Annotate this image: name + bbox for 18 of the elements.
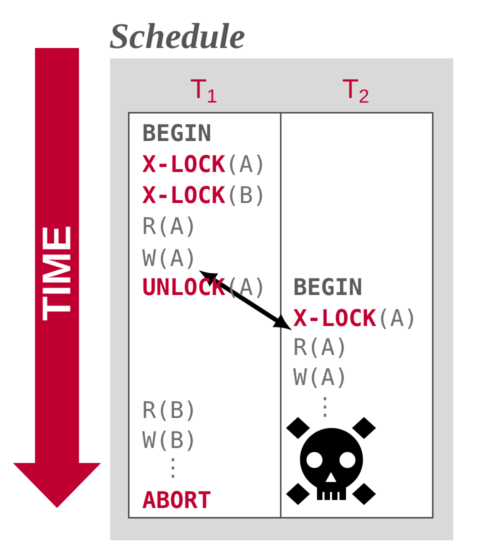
column-heading: T$_{2}$ [342,79,368,103]
operation-text: X-LOCK(A) [294,308,414,330]
operation-text: R(B) [144,400,193,422]
operation-text: R(A) [294,338,344,358]
operation-text: X-LOCK(B) [142,186,262,206]
ellipsis: ⋮ [324,397,326,417]
operation-text: ABORT [142,490,210,508]
operation-text: BEGIN [144,124,210,142]
operation-text: W(A) [142,248,193,270]
operation-text: W(A) [293,368,344,388]
column-heading: T$_{1}$ [190,79,216,102]
operation-text: W(B) [142,430,193,452]
arrow-label: TIME [42,226,70,320]
ellipsis: ⋮ [172,458,174,478]
panel-title: Schedule [110,23,244,48]
operation-text: R(A) [144,216,193,238]
operation-text: BEGIN [294,278,362,296]
operation-text: X-LOCK(A) [142,154,262,176]
